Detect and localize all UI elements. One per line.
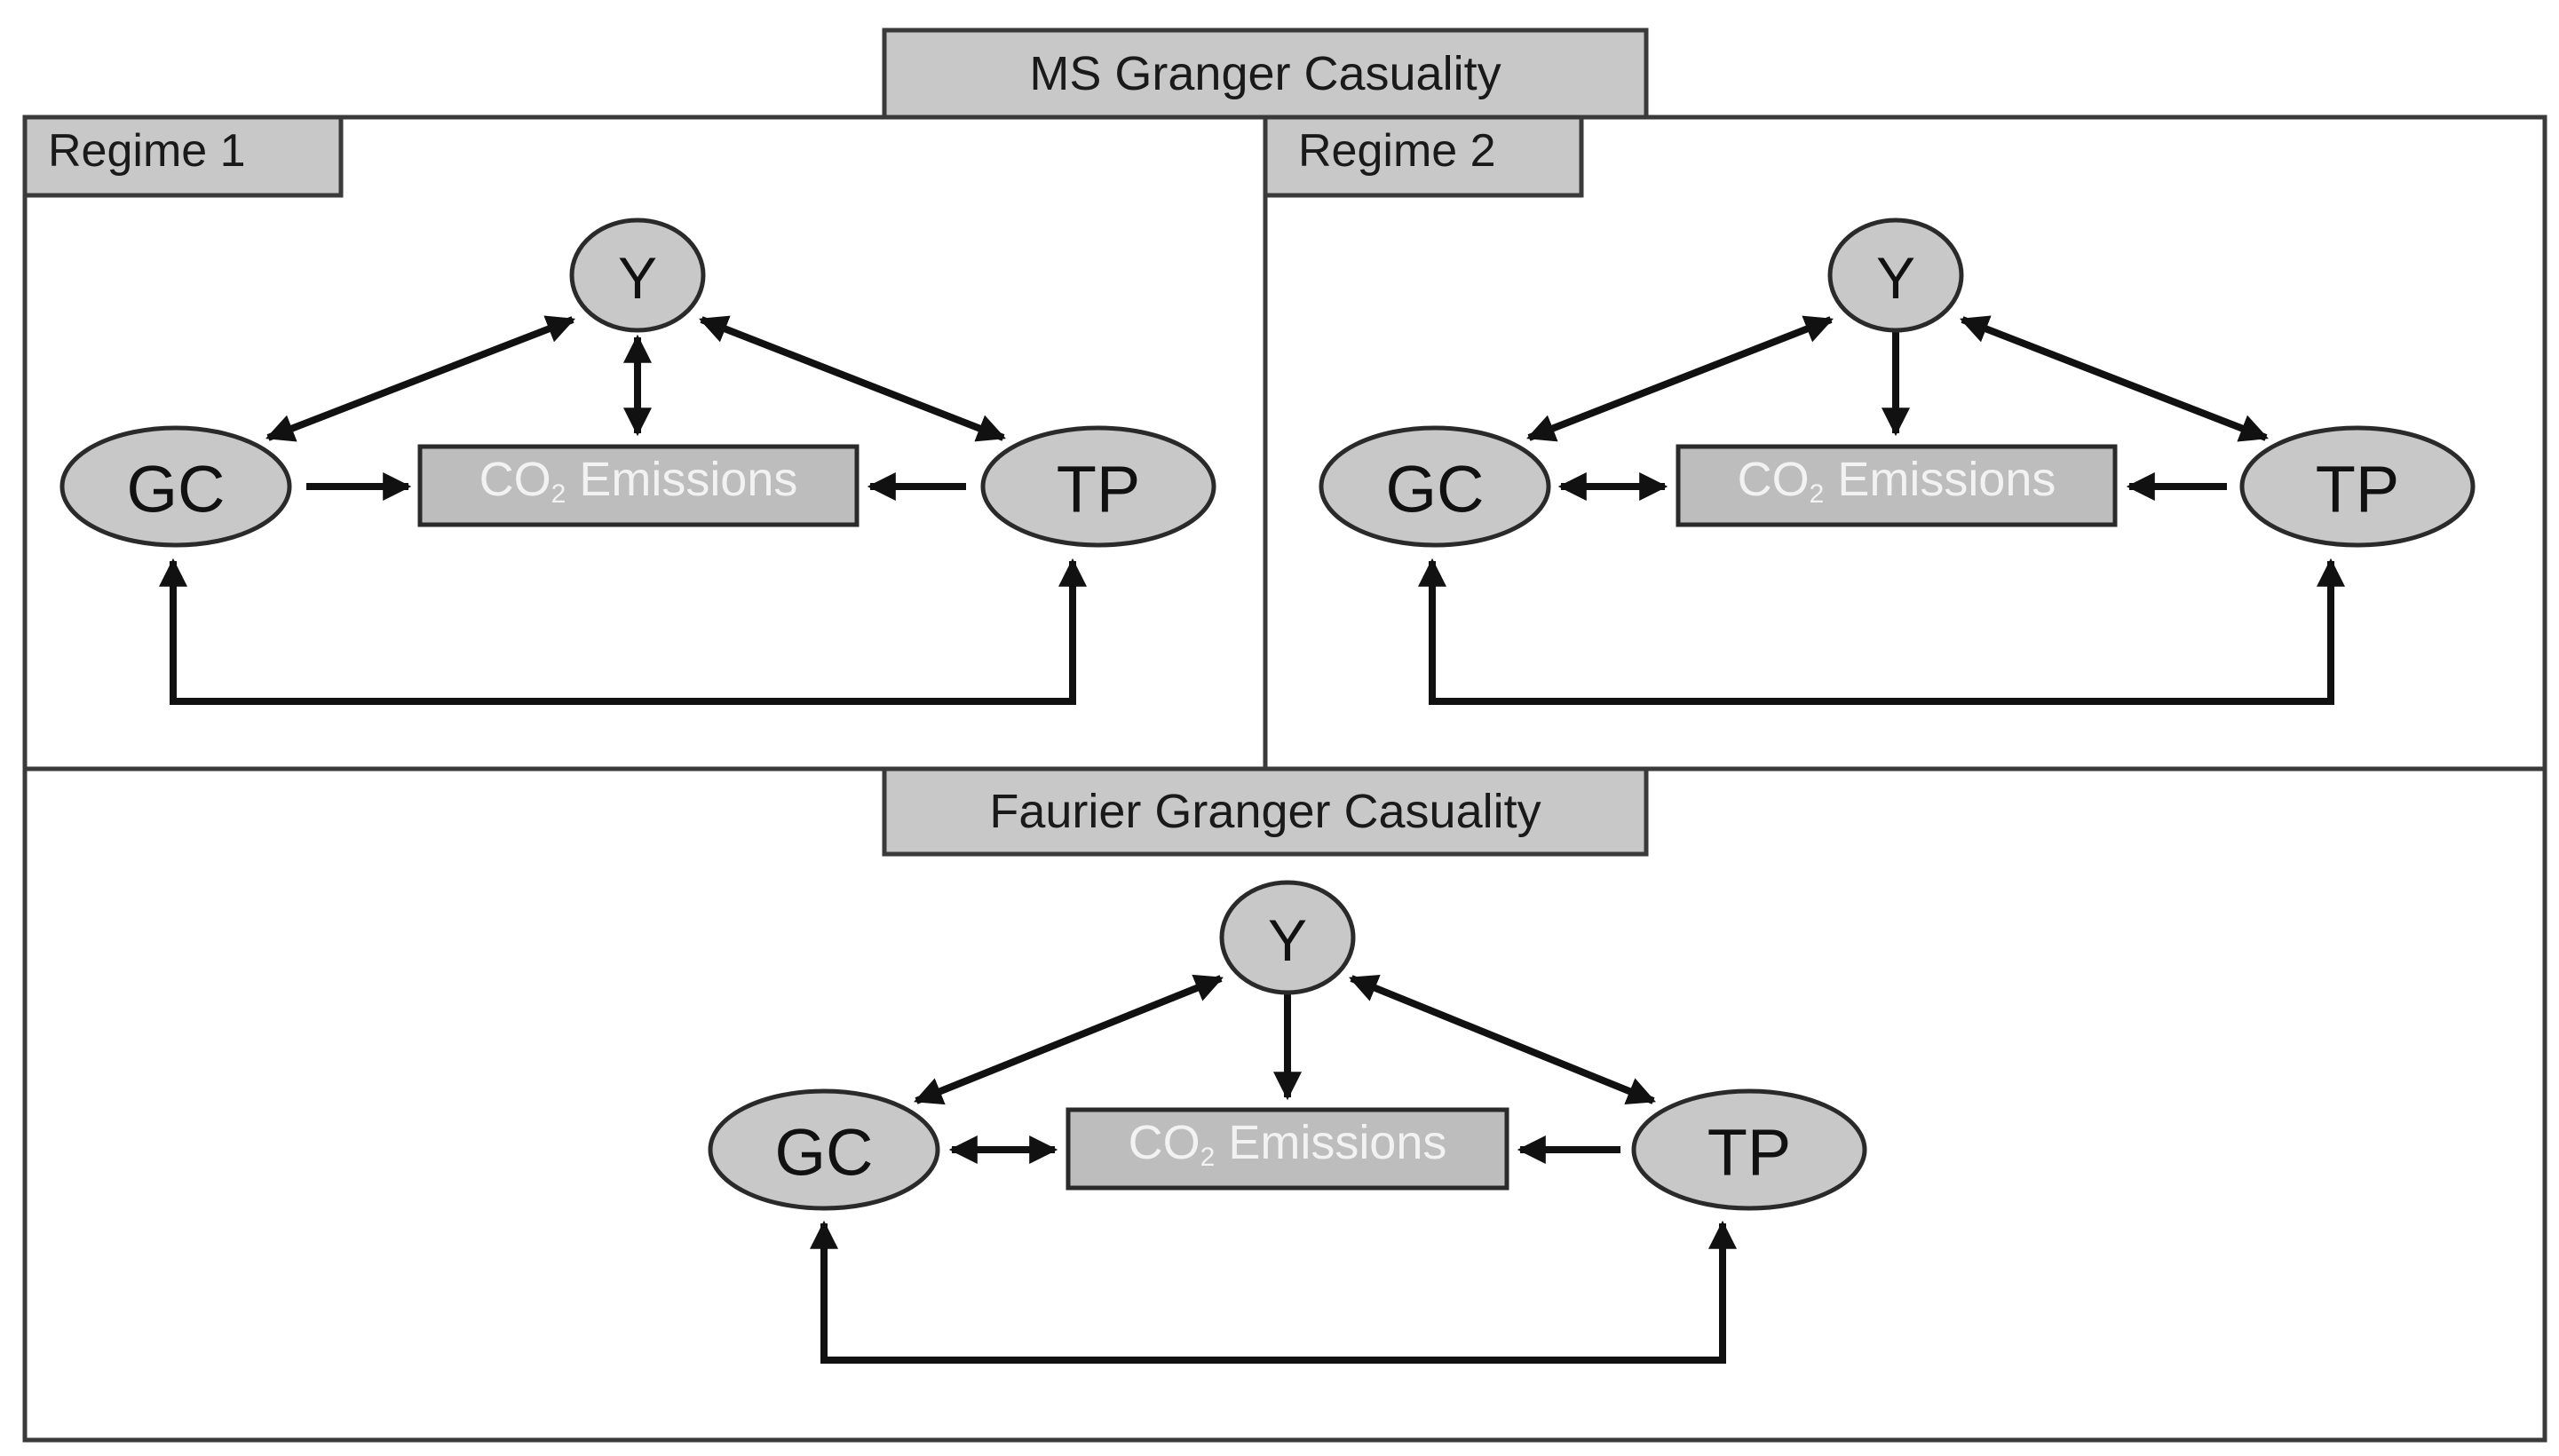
node-tp	[2239, 425, 2476, 548]
node-co2-emissions	[417, 444, 860, 527]
node-y	[569, 218, 706, 333]
node-gc	[59, 425, 292, 548]
regime1-label: Regime 1	[48, 125, 246, 177]
edge-gc-tp	[1418, 558, 2345, 705]
node-gc-label: GC	[1386, 453, 1485, 526]
regime1-panel: Y GC TP CO2 Emissions	[59, 218, 1216, 705]
node-gc	[708, 1088, 940, 1211]
edge-tp-y	[699, 315, 1006, 442]
node-co2-emissions	[1676, 444, 2118, 527]
node-gc-label: GC	[775, 1116, 874, 1190]
edge-tp-y	[1960, 315, 2269, 442]
fourier-title: Faurier Granger Casuality	[989, 785, 1541, 838]
ms-title: MS Granger Casuality	[1029, 47, 1501, 100]
regime1-label-box	[22, 115, 344, 198]
node-y-label: Y	[1876, 245, 1915, 311]
regime2-panel: Y GC TP CO2 Emissions	[1319, 218, 2476, 705]
regime2-label-box	[1263, 115, 1584, 198]
edge-gc-y	[1526, 315, 1834, 442]
node-tp	[980, 425, 1216, 548]
node-co2-emissions-label: CO2 Emissions	[1738, 453, 2056, 509]
node-y-label: Y	[1268, 907, 1307, 973]
edge-gc-tp	[810, 1220, 1737, 1364]
edge-tp-y	[1349, 975, 1656, 1104]
node-tp-label: TP	[1707, 1116, 1792, 1190]
ms-title-box	[882, 28, 1649, 120]
node-tp-label: TP	[2316, 453, 2400, 526]
fourier-title-box	[882, 766, 1649, 857]
node-tp	[1631, 1088, 1867, 1211]
fourier-panel: Y GC TP CO2 Emissions	[708, 880, 1867, 1364]
node-y	[1219, 880, 1356, 995]
edge-gc-tp	[159, 558, 1087, 705]
node-y-label: Y	[618, 245, 657, 311]
node-co2-emissions-label: CO2 Emissions	[1129, 1116, 1447, 1172]
edge-gc-y	[265, 315, 575, 442]
node-gc-label: GC	[127, 453, 226, 526]
regime2-label: Regime 2	[1298, 125, 1496, 177]
node-co2-emissions	[1066, 1107, 1509, 1191]
node-y	[1827, 218, 1964, 333]
node-tp-label: TP	[1057, 453, 1141, 526]
node-gc	[1319, 425, 1551, 548]
node-co2-emissions-label: CO2 Emissions	[479, 453, 798, 509]
edge-gc-y	[914, 974, 1224, 1105]
